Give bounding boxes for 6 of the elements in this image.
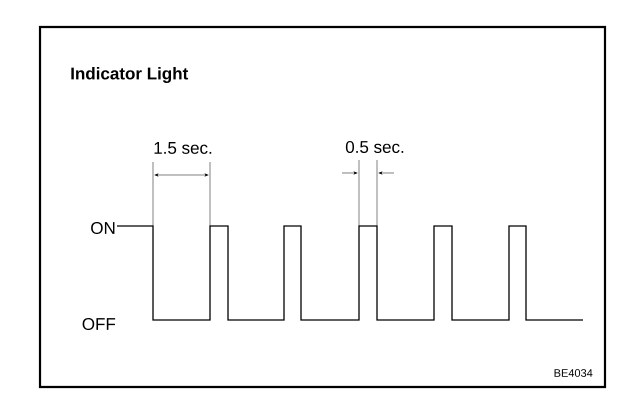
title: Indicator Light <box>71 67 188 83</box>
dimension-label: 1.5 sec. <box>154 142 212 154</box>
state-label: OFF <box>82 318 116 330</box>
dimension-label: 0.5 sec. <box>346 140 404 154</box>
state-label: ON <box>91 222 114 234</box>
figure-code: BE4034 <box>554 369 592 377</box>
